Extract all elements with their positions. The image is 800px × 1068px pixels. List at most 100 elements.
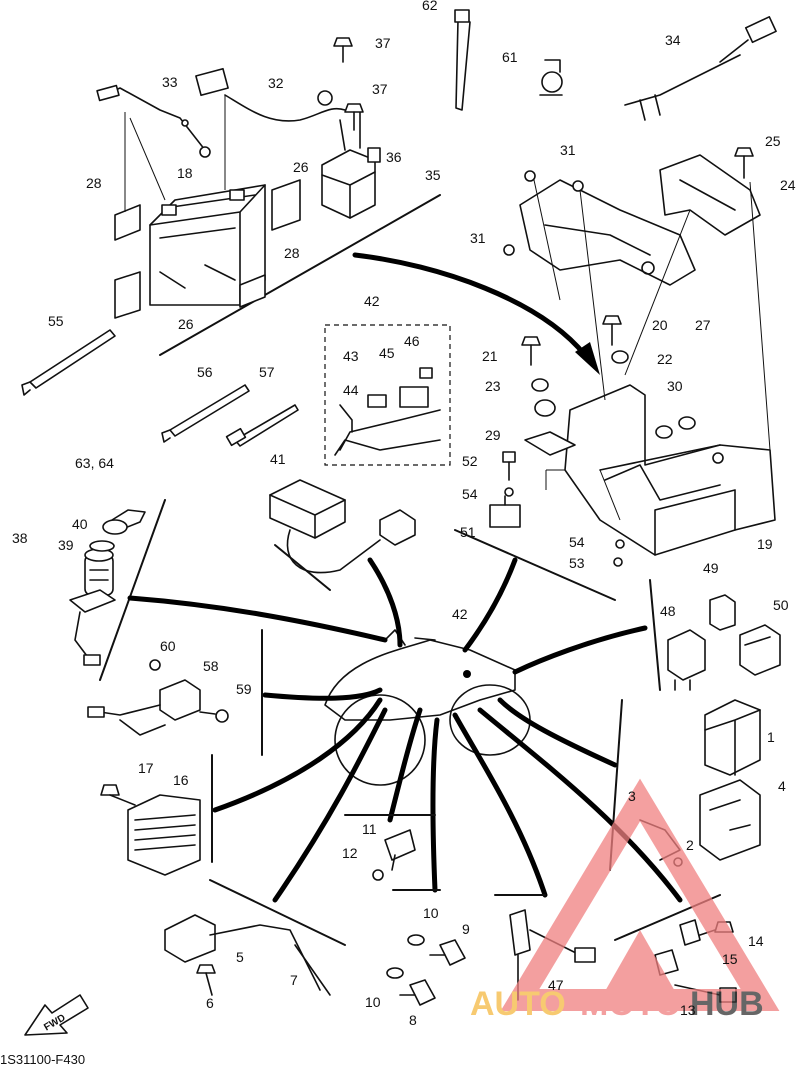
damper-plate — [524, 431, 576, 456]
callout-8: 8 — [409, 1012, 417, 1028]
sub-wire-harness — [624, 16, 777, 121]
battery-negative-lead — [96, 84, 211, 158]
callout-55: 55 — [48, 313, 64, 329]
speed-sensor — [372, 829, 416, 881]
washer — [504, 487, 514, 497]
bolt — [196, 964, 216, 996]
callout-28: 28 — [284, 245, 300, 261]
callout-28: 28 — [86, 175, 102, 191]
callout-18: 18 — [177, 165, 193, 181]
bolt — [734, 147, 754, 179]
callout-29: 29 — [485, 427, 501, 443]
callout-52: 52 — [462, 453, 478, 469]
callout-62: 62 — [422, 0, 438, 13]
callout-10: 10 — [423, 905, 439, 921]
bolt — [502, 451, 516, 481]
bolt — [602, 315, 622, 346]
relay — [709, 594, 736, 631]
bolt — [333, 37, 353, 63]
battery-pad — [271, 179, 301, 231]
callout-37: 37 — [375, 35, 391, 51]
assembly-arrow — [352, 252, 588, 358]
callout-56: 56 — [197, 364, 213, 380]
callout-47: 47 — [548, 977, 564, 993]
callout-9: 9 — [462, 921, 470, 937]
license-light — [269, 479, 416, 574]
callout-38: 38 — [12, 530, 28, 546]
callout-15: 15 — [722, 951, 738, 967]
watermark: AUTO MOTO HUB — [470, 778, 780, 1023]
collar — [611, 350, 629, 364]
callout-12: 12 — [342, 845, 358, 861]
callout-11: 11 — [362, 821, 377, 837]
callout-34: 34 — [665, 32, 681, 48]
watermark-hub: HUB — [690, 985, 764, 1023]
callout-54: 54 — [462, 486, 478, 502]
callout-13: 13 — [680, 1002, 696, 1018]
battery-positive-lead — [195, 67, 346, 122]
callout-22: 22 — [657, 351, 673, 367]
bolt — [503, 170, 584, 256]
grommet — [534, 399, 556, 417]
callout-50: 50 — [773, 597, 789, 613]
watermark-moto: MOTO — [580, 985, 681, 1023]
cable-band — [21, 329, 116, 396]
callout-63-64: 63, 64 — [75, 455, 114, 471]
leader-lines — [127, 529, 721, 946]
callout-20: 20 — [652, 317, 668, 333]
callout-31: 31 — [470, 230, 486, 246]
callout-46: 46 — [404, 333, 420, 349]
cable-band — [225, 404, 299, 447]
callout-labels: 62 37 34 61 33 32 37 25 31 36 26 18 35 2… — [12, 0, 796, 1028]
callout-2: 2 — [686, 837, 694, 853]
collar — [531, 378, 549, 392]
watermark-auto: AUTO — [470, 985, 566, 1023]
cable-band — [454, 9, 471, 111]
callout-5: 5 — [236, 949, 244, 965]
rectifier-regulator — [100, 784, 201, 876]
fwd-arrow: FWD — [24, 994, 89, 1036]
starter-relay — [321, 111, 381, 219]
group-frame — [99, 499, 166, 681]
battery — [149, 184, 266, 306]
callout-58: 58 — [203, 658, 219, 674]
battery-box-group — [489, 147, 776, 567]
battery-pad — [114, 204, 141, 241]
callout-14: 14 — [748, 933, 764, 949]
damper — [678, 416, 696, 430]
callout-39: 39 — [58, 537, 74, 553]
callout-44: 44 — [343, 382, 359, 398]
callout-53: 53 — [569, 555, 585, 571]
arrow-head — [575, 342, 600, 375]
washer — [615, 539, 625, 549]
battery-pad — [239, 274, 266, 308]
callout-36: 36 — [386, 149, 402, 165]
bolt — [344, 103, 364, 131]
callout-35: 35 — [425, 167, 441, 183]
callout-26: 26 — [293, 159, 309, 175]
bolt — [199, 709, 229, 723]
bolt — [521, 336, 541, 366]
callout-24: 24 — [780, 177, 796, 193]
callout-7: 7 — [290, 972, 298, 988]
relay — [739, 624, 781, 676]
callout-61: 61 — [502, 49, 518, 65]
relay — [489, 504, 521, 528]
callout-19: 19 — [757, 536, 773, 552]
key — [102, 519, 128, 535]
callout-16: 16 — [173, 772, 189, 788]
nut — [613, 557, 623, 567]
group-frame — [274, 544, 331, 591]
callout-21: 21 — [482, 348, 498, 364]
bolt — [100, 784, 136, 806]
callout-27: 27 — [695, 317, 711, 333]
battery-group — [96, 37, 441, 356]
battery-pad — [114, 271, 141, 319]
callout-37: 37 — [372, 81, 388, 97]
callout-45: 45 — [379, 345, 395, 361]
wire-clamp — [539, 59, 563, 96]
ecu — [639, 699, 761, 867]
neutral-switch — [407, 934, 466, 966]
battery-box — [564, 384, 776, 556]
callout-1: 1 — [767, 729, 775, 745]
